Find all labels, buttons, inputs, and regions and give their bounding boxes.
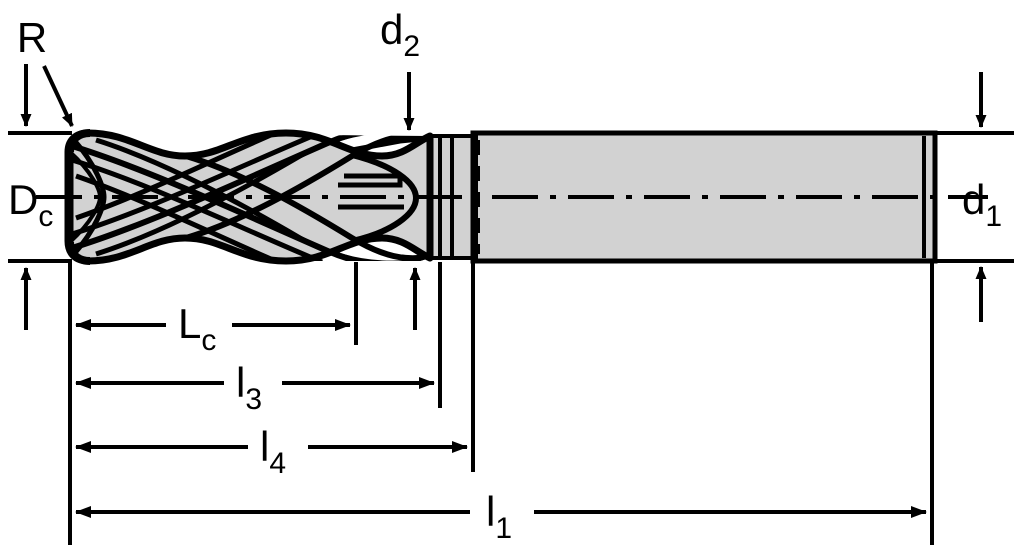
helix-line-5	[71, 133, 323, 237]
helix-line-8	[185, 133, 430, 241]
label-Dc: Dc	[8, 176, 53, 233]
r-callout-group: R	[8, 14, 74, 135]
flute-runout-notch	[338, 173, 403, 188]
tip-nose-arc-lower	[66, 241, 91, 265]
dimension-Lc-group: Lc	[75, 300, 351, 357]
helix-line-2	[71, 157, 323, 261]
helix-line-10	[95, 133, 430, 257]
tip-end-face-curve	[72, 138, 107, 256]
label-R: R	[17, 14, 47, 61]
label-d2: d2	[380, 6, 420, 63]
flute-runout-chamfer	[351, 135, 431, 153]
r-leader-arrow	[42, 65, 74, 127]
d2-callout-group: d2	[380, 6, 421, 330]
extension-lines-group	[68, 262, 934, 545]
tip-nose-arc-upper	[66, 129, 91, 153]
label-d1: d1	[962, 176, 1002, 233]
label-l4: l4	[260, 423, 286, 480]
dimension-l4-group: l4	[75, 423, 468, 480]
dimension-l1-group: l1	[75, 488, 927, 545]
label-Lc: Lc	[178, 300, 216, 357]
d1-callout-group: d1	[932, 72, 1014, 322]
dimension-l3-group: l3	[75, 359, 435, 416]
tool-body-group	[36, 129, 988, 265]
dc-callout-group: Dc	[8, 176, 72, 330]
label-l3: l3	[236, 359, 262, 416]
helix-line-9	[95, 137, 430, 261]
label-l1: l1	[486, 488, 512, 545]
helix-line-7	[185, 153, 430, 261]
